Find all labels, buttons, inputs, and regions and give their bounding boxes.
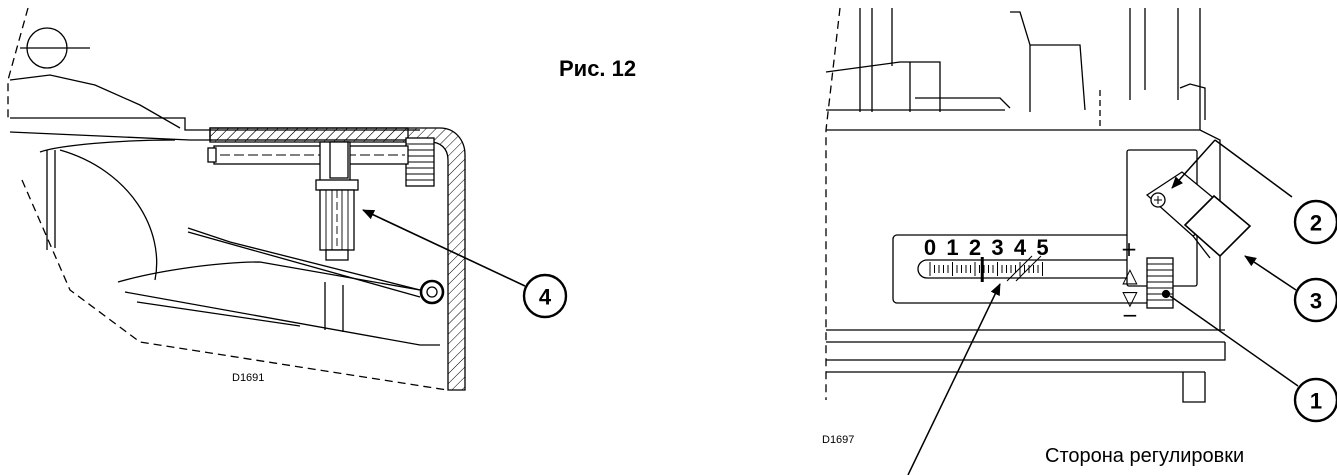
scale-number-1: 1 <box>946 235 958 260</box>
scale-number-0: 0 <box>924 235 936 260</box>
scale-number-2: 2 <box>969 235 981 260</box>
plus-symbol: + <box>1121 237 1138 261</box>
up-triangle-symbol: △ <box>1122 263 1138 287</box>
callout-2-circle <box>1293 199 1337 245</box>
left-drawing <box>7 7 568 391</box>
adjustment-side-caption: Сторона регулировки <box>1045 445 1245 467</box>
callout-3-number: 3 <box>1310 289 1322 314</box>
adjust-wheel <box>1146 257 1174 309</box>
callout-3-leader <box>1244 255 1297 291</box>
right-drawing <box>825 7 1337 475</box>
callout-1-circle <box>1293 377 1337 423</box>
cover-block <box>1183 194 1252 258</box>
callout-1-leader <box>1169 295 1299 387</box>
scale-number-3: 3 <box>991 235 1003 260</box>
scale-ticks <box>929 262 1043 276</box>
callout-2-number: 2 <box>1310 211 1322 236</box>
scale-leader <box>907 283 1001 475</box>
right-dashed-outline <box>825 7 841 400</box>
scale-number-4: 4 <box>1014 235 1027 260</box>
figure-title: Рис. 12 <box>559 56 637 81</box>
drawing-code-right: D1697 <box>822 434 855 446</box>
callout-4-number: 4 <box>539 285 552 310</box>
callout-3-circle <box>1293 277 1337 323</box>
drawing-code-left: D1691 <box>232 372 265 384</box>
minus-symbol: − <box>1122 303 1139 327</box>
callout-1-number: 1 <box>1310 389 1322 414</box>
scale-number-5: 5 <box>1036 235 1048 260</box>
left-dashed-bottom <box>21 179 448 391</box>
callout-4-circle <box>522 273 568 319</box>
callout-2-leader <box>1171 139 1216 189</box>
left-dashed-outline <box>7 7 29 120</box>
housing-wall <box>209 127 466 391</box>
down-triangle-symbol: ▽ <box>1122 286 1138 310</box>
callout-4-leader <box>362 209 526 287</box>
